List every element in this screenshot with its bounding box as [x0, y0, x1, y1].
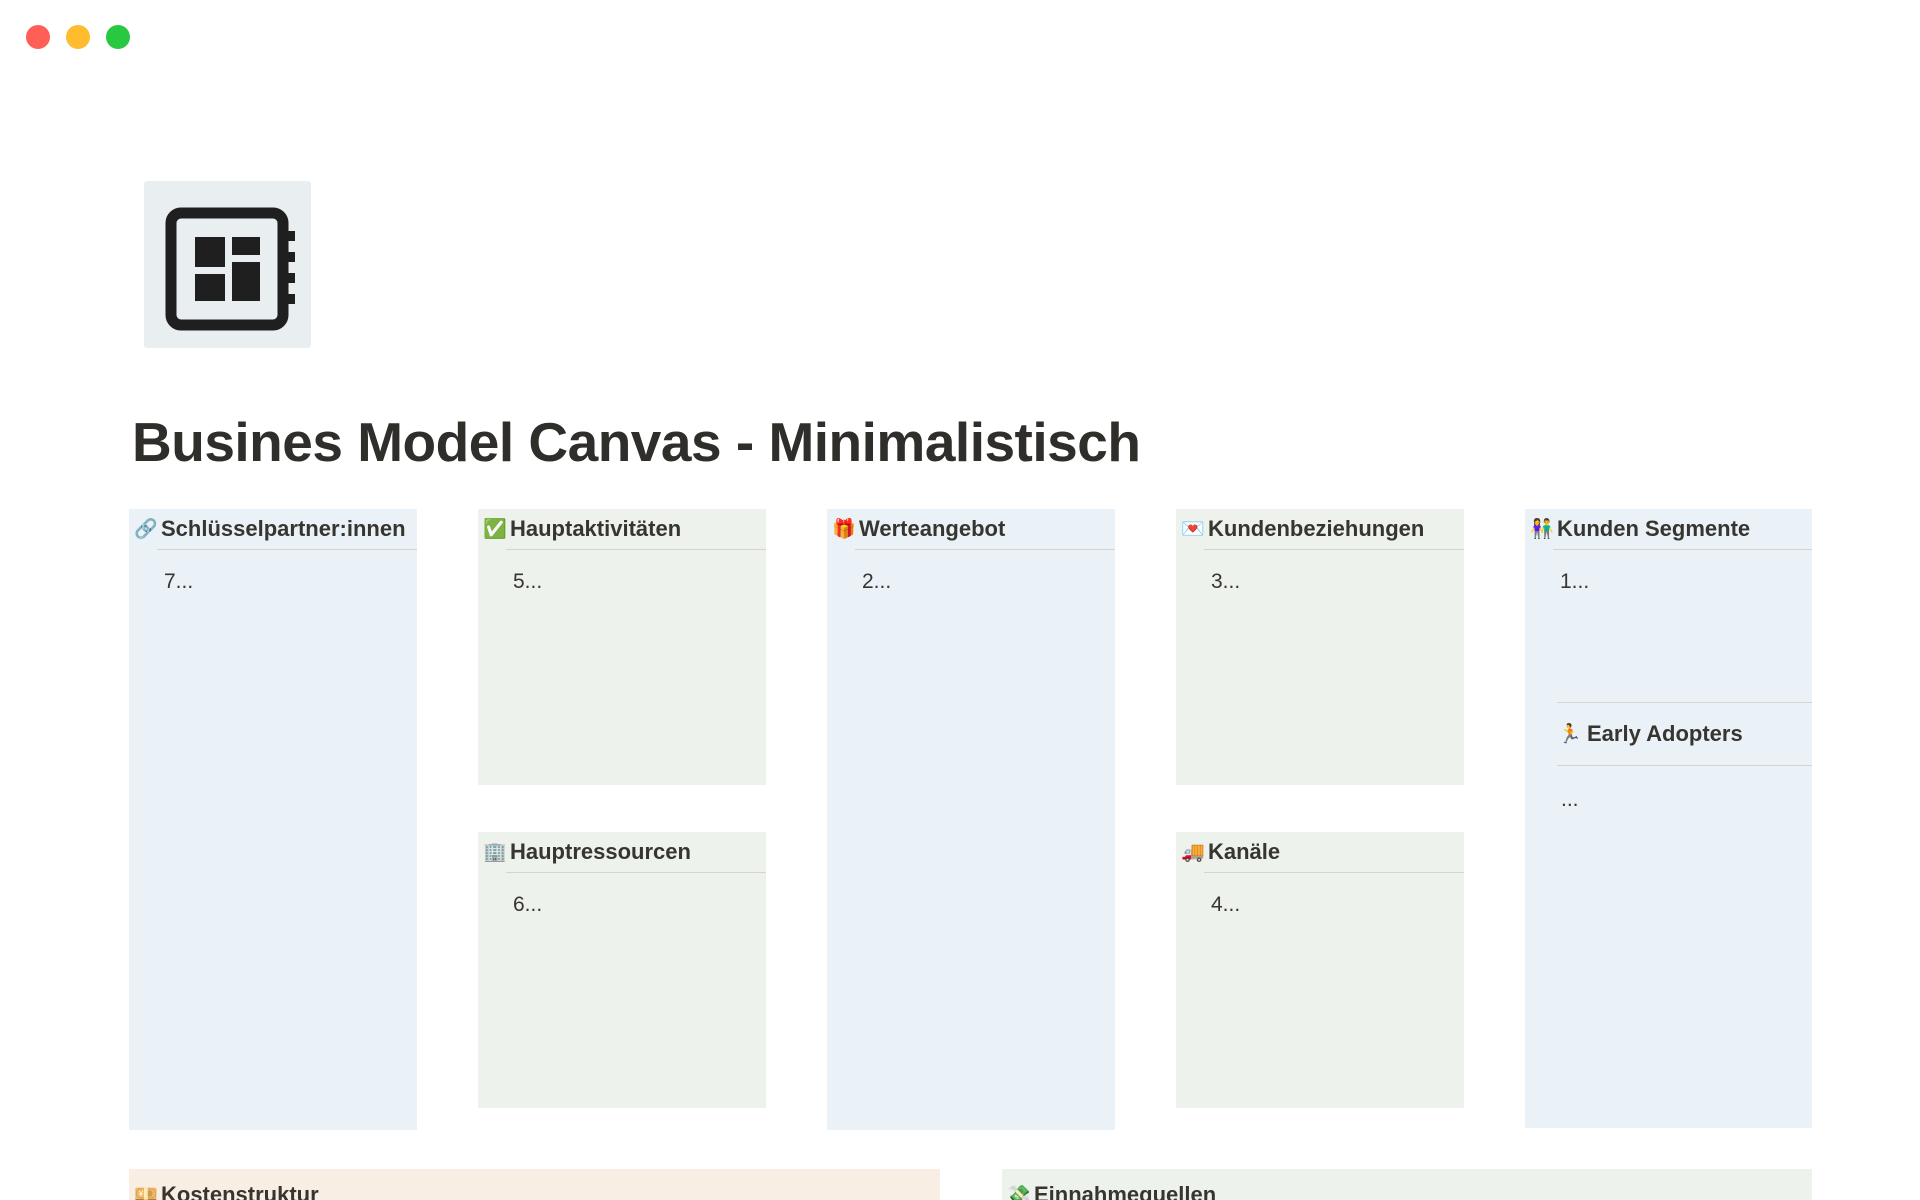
revenue-streams-label: Einnahmequellen: [1034, 1182, 1217, 1200]
customer-relationships-block[interactable]: 💌 Kundenbeziehungen 3...: [1176, 509, 1464, 785]
value-proposition-label: Werteangebot: [859, 516, 1006, 541]
window-controls: [26, 25, 130, 49]
key-partners-header: 🔗 Schlüsselpartner:innen: [129, 509, 417, 549]
divider: [855, 549, 1115, 550]
value-proposition-header: 🎁 Werteangebot: [827, 509, 1115, 549]
value-proposition-content[interactable]: 2...: [862, 570, 892, 593]
money-with-wings-icon: 💸: [1007, 1185, 1031, 1200]
channels-block[interactable]: 🚚 Kanäle 4...: [1176, 832, 1464, 1108]
maximize-window-button[interactable]: [106, 25, 130, 49]
close-window-button[interactable]: [26, 25, 50, 49]
page-icon[interactable]: [144, 181, 311, 348]
revenue-streams-block[interactable]: 💸 Einnahmequellen: [1002, 1169, 1812, 1200]
divider: [506, 549, 766, 550]
early-adopters-section[interactable]: 🏃 Early Adopters ...: [1557, 702, 1812, 812]
cost-structure-header: 💴 Kostenstruktur: [129, 1175, 940, 1200]
key-activities-content[interactable]: 5...: [513, 570, 543, 593]
divider: [1204, 872, 1464, 873]
channels-header: 🚚 Kanäle: [1176, 832, 1464, 872]
key-activities-label: Hauptaktivitäten: [510, 516, 682, 541]
cost-structure-block[interactable]: 💴 Kostenstruktur: [129, 1169, 940, 1200]
key-resources-header: 🏢 Hauptressourcen: [478, 832, 766, 872]
early-adopters-header: 🏃 Early Adopters: [1557, 703, 1812, 765]
link-icon: 🔗: [134, 519, 158, 540]
divider: [1557, 702, 1812, 703]
canvas-layout-icon: [165, 207, 295, 330]
divider: [1204, 549, 1464, 550]
yen-banknote-icon: 💴: [134, 1185, 158, 1200]
customer-relationships-content[interactable]: 3...: [1211, 570, 1241, 593]
divider: [1553, 549, 1812, 550]
cost-structure-label: Kostenstruktur: [161, 1182, 319, 1200]
minimize-window-button[interactable]: [66, 25, 90, 49]
divider: [157, 549, 417, 550]
page-title[interactable]: Busines Model Canvas - Minimalistisch: [132, 411, 1141, 473]
key-partners-label: Schlüsselpartner:innen: [161, 516, 406, 541]
delivery-truck-icon: 🚚: [1181, 842, 1205, 863]
customer-segments-content[interactable]: 1...: [1560, 570, 1590, 593]
running-person-icon: 🏃: [1558, 724, 1582, 745]
divider: [506, 872, 766, 873]
value-proposition-block[interactable]: 🎁 Werteangebot 2...: [827, 509, 1115, 1130]
check-mark-icon: ✅: [483, 519, 507, 540]
customer-relationships-label: Kundenbeziehungen: [1208, 516, 1425, 541]
key-activities-header: ✅ Hauptaktivitäten: [478, 509, 766, 549]
love-letter-icon: 💌: [1181, 519, 1205, 540]
key-partners-content[interactable]: 7...: [164, 570, 194, 593]
customer-relationships-header: 💌 Kundenbeziehungen: [1176, 509, 1464, 549]
revenue-streams-header: 💸 Einnahmequellen: [1002, 1175, 1812, 1200]
early-adopters-label: Early Adopters: [1587, 721, 1743, 746]
customer-segments-block[interactable]: 👫 Kunden Segmente 1... 🏃 Early Adopters …: [1525, 509, 1812, 1128]
early-adopters-content[interactable]: ...: [1561, 788, 1579, 811]
channels-label: Kanäle: [1208, 839, 1281, 864]
customer-segments-header: 👫 Kunden Segmente: [1525, 509, 1812, 549]
key-partners-block[interactable]: 🔗 Schlüsselpartner:innen 7...: [129, 509, 417, 1130]
key-activities-block[interactable]: ✅ Hauptaktivitäten 5...: [478, 509, 766, 785]
key-resources-label: Hauptressourcen: [510, 839, 691, 864]
channels-content[interactable]: 4...: [1211, 893, 1241, 916]
divider: [1557, 765, 1812, 766]
people-holding-hands-icon: 👫: [1530, 519, 1554, 540]
gift-icon: 🎁: [832, 519, 856, 540]
key-resources-block[interactable]: 🏢 Hauptressourcen 6...: [478, 832, 766, 1108]
office-building-icon: 🏢: [483, 842, 507, 863]
key-resources-content[interactable]: 6...: [513, 893, 543, 916]
customer-segments-label: Kunden Segmente: [1557, 516, 1751, 541]
